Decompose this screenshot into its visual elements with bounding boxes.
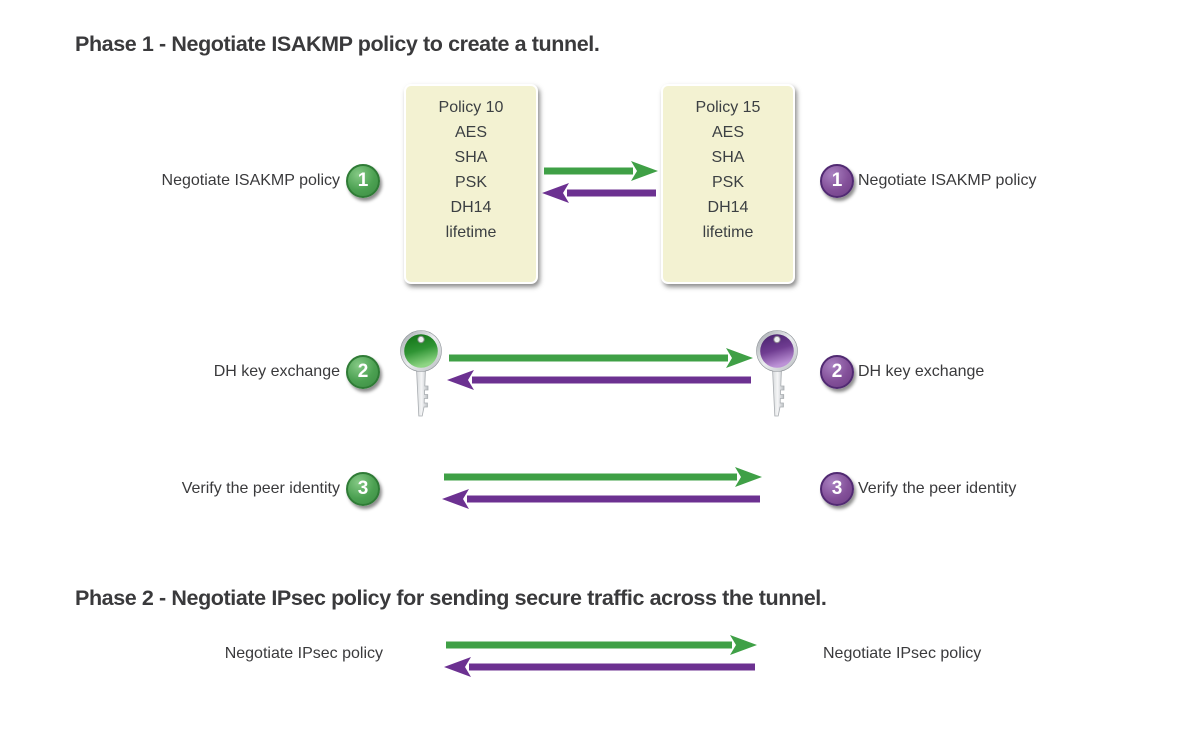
green-right-arrow-icon [444,467,762,487]
policy-item: SHA [454,149,488,166]
purple-left-arrow-icon [542,183,656,203]
green-right-arrow-icon [544,161,658,181]
step3-exchange-arrows [442,467,762,509]
policy-item: PSK [454,174,487,191]
step1-label-left: Negotiate ISAKMP policy [161,172,340,189]
step1-label-right: Negotiate ISAKMP policy [858,172,1037,189]
policy-item: DH14 [707,199,749,216]
step2-label-right: DH key exchange [858,363,985,380]
policy-box-right: Policy 15 AES SHA PSK DH14 lifetime [661,84,795,284]
step2-label-left: DH key exchange [213,363,340,380]
policy-box-left: Policy 10 AES SHA PSK DH14 lifetime [404,84,538,284]
phase1-heading: Phase 1 - Negotiate ISAKMP policy to cre… [75,32,600,56]
green-right-arrow-icon [446,635,757,655]
policy-item: lifetime [702,224,754,241]
purple-left-arrow-icon [442,489,760,509]
green-right-arrow-icon [449,348,753,368]
purple-key-icon [756,330,798,417]
step2-exchange-arrows [447,348,753,390]
policy-item: SHA [711,149,745,166]
purple-left-arrow-icon [447,370,751,390]
step1-exchange-arrows [542,161,658,203]
policy-item: DH14 [450,199,492,216]
phase2-exchange-arrows [444,635,757,677]
step1-badge-right: 1 [820,164,854,198]
step3-label-right: Verify the peer identity [858,480,1017,497]
policy-item: PSK [711,174,744,191]
step3-badge-left: 3 [346,472,380,506]
green-key-icon [400,330,442,417]
policy-title: Policy 15 [695,99,761,116]
policy-item: AES [711,124,744,141]
step1-badge-left: 1 [346,164,380,198]
step2-badge-left: 2 [346,355,380,389]
policy-item: AES [454,124,487,141]
phase2-label-right: Negotiate IPsec policy [823,645,982,662]
phase2-heading: Phase 2 - Negotiate IPsec policy for sen… [75,586,827,610]
policy-item: lifetime [445,224,497,241]
purple-left-arrow-icon [444,657,755,677]
phase2-label-left: Negotiate IPsec policy [224,645,383,662]
policy-title: Policy 10 [438,99,504,116]
step3-label-left: Verify the peer identity [181,480,340,497]
step2-badge-right: 2 [820,355,854,389]
step3-badge-right: 3 [820,472,854,506]
